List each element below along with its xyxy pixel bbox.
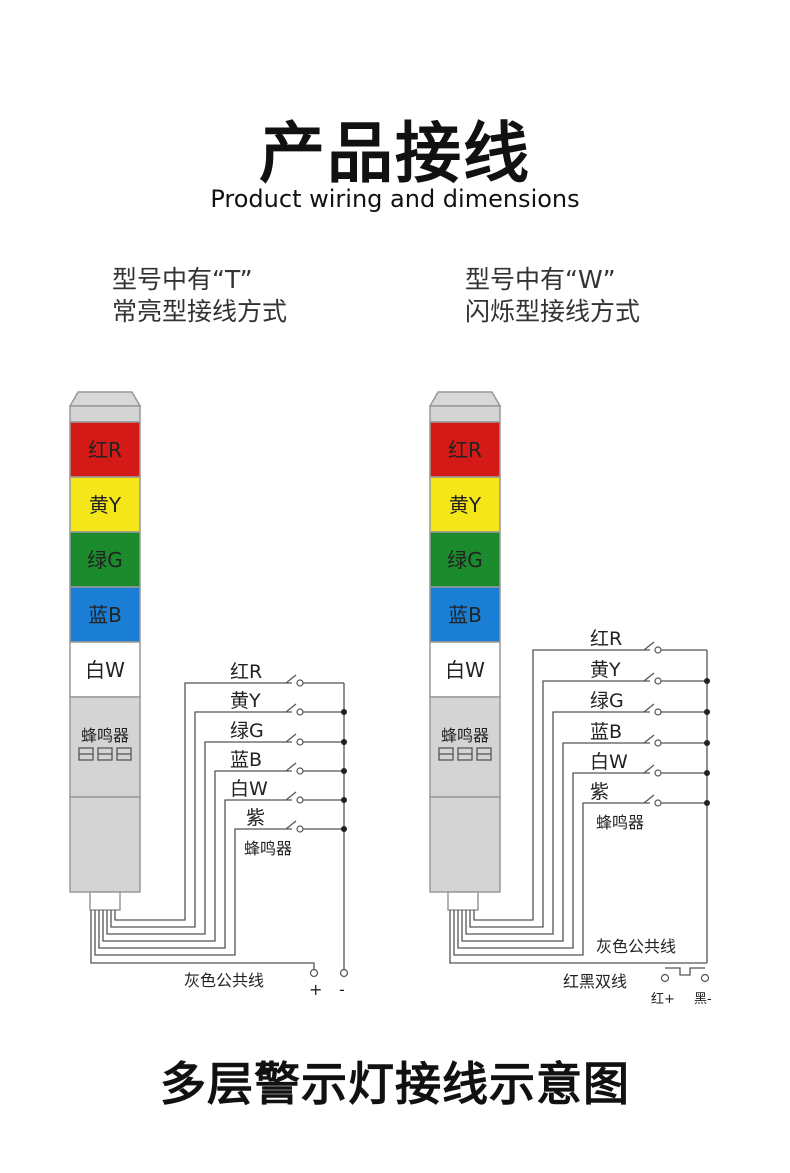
right-buzzer-section (429, 696, 501, 798)
left-buzzer-label: 蜂鸣器 (81, 726, 129, 745)
right-seg-label-green: 绿G (447, 548, 483, 572)
page-subtitle: Product wiring and dimensions (210, 185, 580, 213)
right-seg-label-red: 红R (448, 438, 482, 462)
left-common-label: 灰色公共线 (184, 971, 264, 990)
right-segment-red (429, 421, 501, 478)
left-header-line1: 型号中有“T” (112, 265, 253, 294)
left-segment-yellow (69, 476, 141, 533)
left-plus-label: + (309, 980, 322, 999)
right-common-label: 灰色公共线 (596, 937, 676, 956)
left-seg-label-white: 白W (85, 658, 125, 682)
left-tower-collar (69, 405, 141, 423)
right-tower-collar (429, 405, 501, 423)
right-wire-label-green: 绿G (590, 690, 624, 712)
right-black-minus-label: 黑- (694, 992, 712, 1007)
right-wire-label-white: 白W (590, 751, 628, 773)
right-switches (643, 641, 655, 804)
right-segment-blue (429, 586, 501, 643)
right-panel: 型号中有“W” 闪烁型接线方式 红R 黄Y 绿G 蓝B 白W 蜂鸣器 (428, 265, 712, 1007)
left-wire-label-yellow: 黄Y (230, 690, 261, 712)
left-seg-label-blue: 蓝B (88, 603, 122, 627)
left-wire-label-red: 红R (230, 661, 262, 683)
left-wire-label-purple: 紫 (246, 807, 265, 829)
right-wire-label-red: 红R (590, 628, 622, 650)
left-buzzer-wire-label: 蜂鸣器 (244, 839, 292, 858)
right-seg-label-yellow: 黄Y (449, 493, 482, 517)
left-seg-label-green: 绿G (87, 548, 123, 572)
right-header-line2: 闪烁型接线方式 (465, 297, 640, 326)
right-tower-cap (428, 391, 502, 407)
left-panel: 型号中有“T” 常亮型接线方式 红R 黄Y 绿G 蓝B 白W 蜂鸣器 (68, 265, 349, 999)
left-minus-label: - (339, 980, 345, 999)
left-bus-junctions (341, 709, 347, 832)
left-segment-white (69, 641, 141, 698)
left-wires (90, 682, 345, 970)
left-switch-contacts (296, 679, 349, 978)
left-base-section (69, 796, 141, 893)
page-title: 产品接线 (259, 115, 531, 192)
left-wire-label-white: 白W (230, 778, 268, 800)
right-seg-label-blue: 蓝B (448, 603, 482, 627)
left-switches (285, 674, 297, 830)
right-wire-label-blue: 蓝B (590, 721, 622, 743)
right-switch-contacts (654, 646, 710, 983)
right-base-section (429, 796, 501, 893)
left-buzzer-section (69, 696, 141, 798)
right-wires (449, 649, 708, 976)
right-segment-white (429, 641, 501, 698)
left-header-line2: 常亮型接线方式 (112, 297, 287, 326)
right-header-line1: 型号中有“W” (465, 265, 616, 294)
left-buzzer-grille (78, 747, 132, 761)
left-segment-green (69, 531, 141, 588)
right-connector (447, 891, 479, 911)
right-dual-label: 红黑双线 (563, 972, 627, 991)
bottom-title: 多层警示灯接线示意图 (160, 1057, 630, 1111)
left-seg-label-red: 红R (88, 438, 122, 462)
left-tower: 红R 黄Y 绿G 蓝B 白W 蜂鸣器 (68, 391, 142, 911)
right-tower: 红R 黄Y 绿G 蓝B 白W 蜂鸣器 (428, 391, 502, 911)
right-bus-junctions (704, 678, 710, 806)
right-red-plus-label: 红+ (651, 991, 675, 1007)
right-segment-green (429, 531, 501, 588)
right-buzzer-wire-label: 蜂鸣器 (596, 813, 644, 832)
right-buzzer-label: 蜂鸣器 (441, 726, 489, 745)
left-connector (89, 891, 121, 911)
right-buzzer-grille (438, 747, 492, 761)
left-wire-label-blue: 蓝B (230, 749, 262, 771)
left-tower-cap (68, 391, 142, 407)
right-segment-yellow (429, 476, 501, 533)
left-wire-label-green: 绿G (230, 720, 264, 742)
right-wire-label-yellow: 黄Y (590, 659, 621, 681)
right-wire-label-purple: 紫 (590, 781, 609, 803)
right-seg-label-white: 白W (445, 658, 485, 682)
left-seg-label-yellow: 黄Y (89, 493, 122, 517)
